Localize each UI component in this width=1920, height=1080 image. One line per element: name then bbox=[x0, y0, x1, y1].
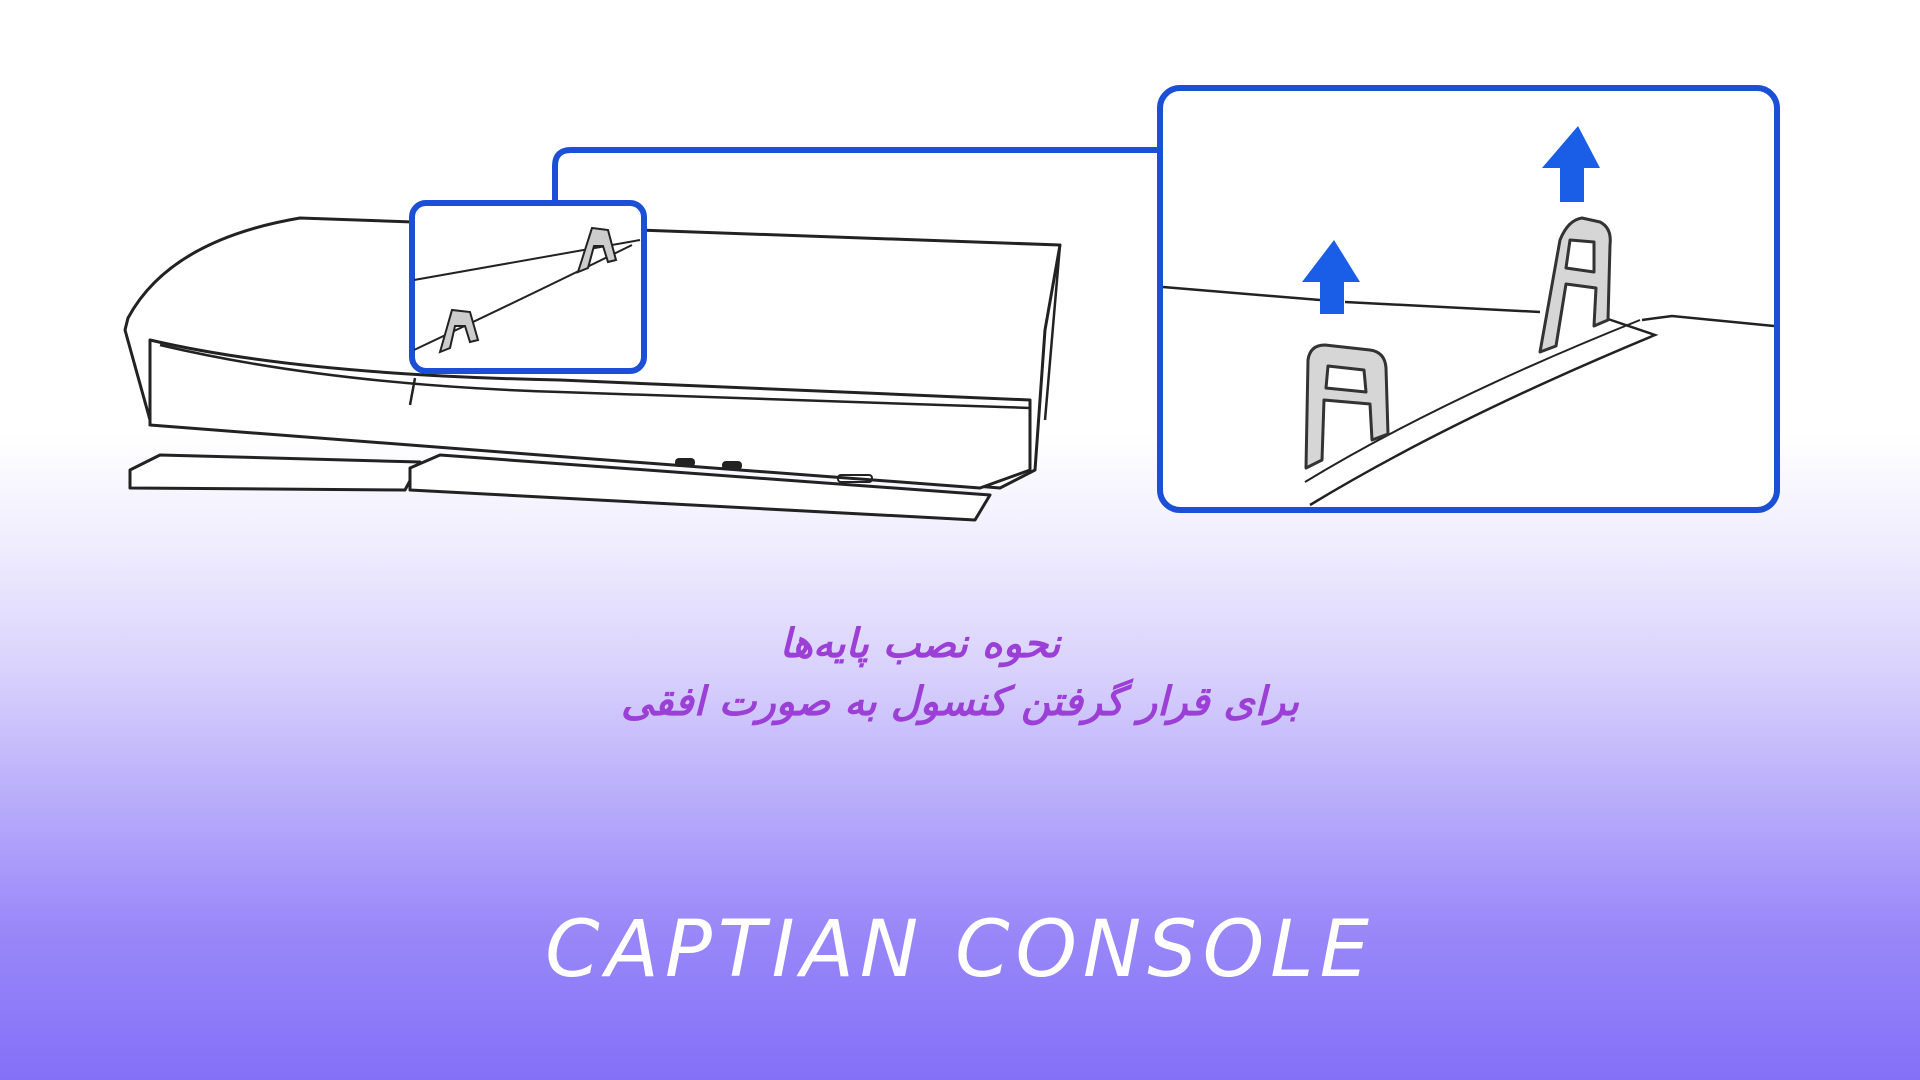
callout-connector bbox=[552, 147, 1160, 203]
stand-location-highlight bbox=[409, 200, 647, 374]
instruction-caption: نحوه نصب پایه‌ها برای قرار گرفتن کنسول ب… bbox=[0, 615, 1920, 731]
stand-detail-callout bbox=[1157, 85, 1780, 513]
caption-line-2: برای قرار گرفتن کنسول به صورت افقی bbox=[620, 679, 1300, 725]
console-illustration bbox=[123, 85, 1780, 522]
arrow-up-icon bbox=[1542, 126, 1600, 202]
brand-logo-text: CAPTIAN CONSOLE bbox=[545, 905, 1375, 995]
console-ports bbox=[675, 458, 873, 483]
console-seams bbox=[159, 244, 1062, 421]
stand-a-right bbox=[1538, 216, 1612, 354]
caption-line-1: نحوه نصب پایه‌ها bbox=[779, 621, 1061, 667]
stand-a-left bbox=[1304, 343, 1390, 470]
arrow-up-icon bbox=[1302, 240, 1360, 314]
